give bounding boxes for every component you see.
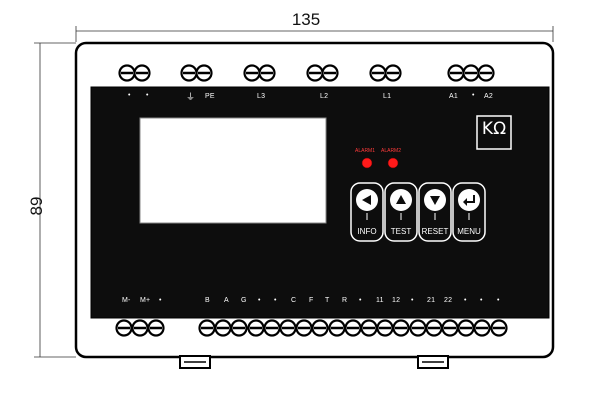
arrow-down-icon [430, 196, 440, 205]
alarm2-led [387, 157, 399, 169]
bottom-terminal-screw-8 [263, 319, 281, 337]
reset-button-label: RESET [421, 227, 449, 236]
top-terminal-screw-13 [477, 64, 495, 82]
top-label-a2: A2 [484, 93, 493, 100]
bottom-label-6: G [241, 297, 247, 304]
bottom-terminal-screw-22 [490, 319, 508, 337]
reset-button[interactable] [418, 182, 452, 242]
din-clip-right [417, 355, 449, 369]
top-terminal-screw-5 [243, 64, 261, 82]
width-dimension-label: 135 [291, 10, 321, 29]
menu-button-label: MENU [457, 227, 481, 236]
arrow-left-icon [362, 195, 371, 205]
bottom-label-9: C [291, 297, 297, 304]
bottom-terminal-screw-11 [311, 319, 329, 337]
bottom-terminal-screw-19 [441, 319, 459, 337]
bottom-label-7: • [258, 297, 261, 304]
bottom-terminal-screw-5 [214, 319, 232, 337]
top-terminal-screw-3 [180, 64, 198, 82]
top-label-a1: A1 [449, 93, 458, 100]
width-dimension [75, 26, 554, 42]
top-label-pe: PE [205, 93, 215, 100]
bottom-label-3: • [159, 297, 162, 304]
bottom-terminal-screw-10 [295, 319, 313, 337]
bottom-terminal-screw-21 [473, 319, 491, 337]
bottom-terminal-screw-13 [344, 319, 362, 337]
alarm1-label: ALARM1 [355, 148, 376, 154]
brand-logo-box [476, 115, 512, 150]
bottom-terminal-block [115, 319, 508, 337]
top-terminal-screw-1 [118, 64, 136, 82]
arrow-up-icon [396, 195, 406, 204]
bottom-terminal-screw-16 [392, 319, 410, 337]
bottom-terminal-screw-14 [360, 319, 378, 337]
height-dimension-label: 89 [27, 196, 46, 216]
alarm1-led [361, 157, 373, 169]
brand-logo: KΩ [481, 119, 507, 139]
lcd-display [139, 117, 327, 224]
bottom-label-17: 21 [427, 297, 436, 304]
bottom-terminal-screw-3 [147, 319, 165, 337]
bottom-terminal-screw-9 [279, 319, 297, 337]
top-terminal-screw-10 [384, 64, 402, 82]
alarm2-label: ALARM2 [381, 148, 402, 154]
bottom-terminal-screw-7 [247, 319, 265, 337]
bottom-label-20: • [480, 297, 483, 304]
enter-icon [463, 195, 475, 206]
bottom-label-15: 12 [392, 297, 401, 304]
bottom-label-18: 22 [444, 297, 453, 304]
top-label-2: • [146, 92, 149, 99]
bottom-label-2: M+ [140, 297, 151, 304]
top-terminal-screw-2 [133, 64, 151, 82]
bottom-label-12: R [342, 297, 348, 304]
din-clip-left [179, 355, 211, 369]
bottom-terminal-screw-15 [376, 319, 394, 337]
bottom-label-5: A [224, 297, 229, 304]
bottom-terminal-screw-17 [409, 319, 427, 337]
bottom-label-8: • [274, 297, 277, 304]
bottom-label-11: T [325, 297, 330, 304]
bottom-terminal-screw-4 [198, 319, 216, 337]
bottom-label-19: • [464, 297, 467, 304]
top-terminal-screw-7 [306, 64, 324, 82]
bottom-terminal-screw-20 [457, 319, 475, 337]
top-label-1: • [128, 92, 131, 99]
ground-symbol: ⏚ [186, 92, 196, 102]
bottom-label-16: • [411, 297, 414, 304]
top-terminal-block [118, 64, 495, 82]
test-button[interactable] [384, 182, 418, 242]
info-button[interactable] [350, 182, 384, 242]
bottom-terminal-screw-6 [230, 319, 248, 337]
top-terminal-screw-9 [369, 64, 387, 82]
top-terminal-screw-4 [195, 64, 213, 82]
test-button-label: TEST [390, 227, 412, 236]
top-terminal-screw-11 [447, 64, 465, 82]
top-label-l2: L2 [320, 93, 329, 100]
bottom-terminal-screw-1 [115, 319, 133, 337]
menu-button[interactable] [452, 182, 486, 242]
top-label-l3: L3 [257, 93, 266, 100]
bottom-label-14: 11 [376, 297, 384, 304]
info-button-label: INFO [357, 227, 377, 236]
top-label-dot: • [472, 92, 475, 99]
bottom-terminal-screw-2 [131, 319, 149, 337]
enter-button-face[interactable] [458, 189, 480, 211]
top-terminal-screw-6 [258, 64, 276, 82]
bottom-label-1: M- [122, 297, 131, 304]
top-label-l1: L1 [383, 93, 392, 100]
bottom-label-10: F [309, 297, 314, 304]
bottom-label-4: B [205, 297, 210, 304]
top-terminal-screw-8 [321, 64, 339, 82]
bottom-label-13: • [359, 297, 362, 304]
bottom-label-21: • [497, 297, 500, 304]
bottom-terminal-screw-18 [425, 319, 443, 337]
bottom-terminal-screw-12 [328, 319, 346, 337]
height-dimension [34, 42, 76, 358]
top-terminal-screw-12 [462, 64, 480, 82]
